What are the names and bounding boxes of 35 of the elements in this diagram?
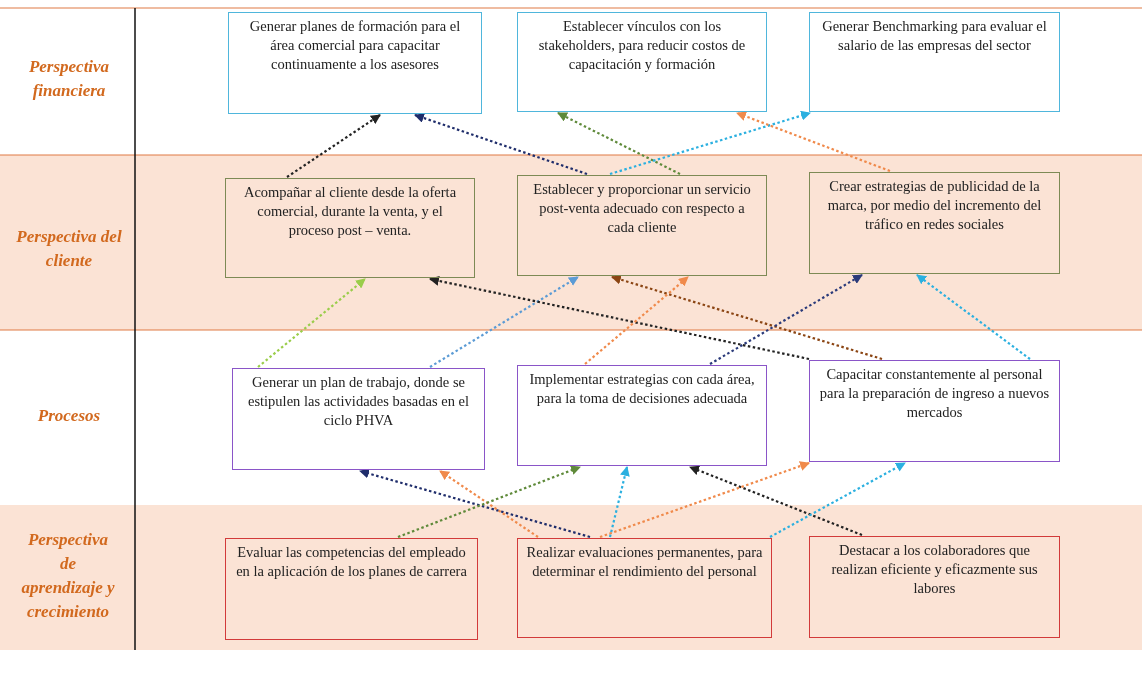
arrow: [611, 274, 883, 361]
perspective-label: Perspectiva financiera: [27, 56, 111, 102]
arrow: [609, 110, 811, 176]
arrow: [599, 461, 810, 539]
objective-box: Generar un plan de trabajo, donde se estipulen las actividades basadas en el ciclo PHVA: [232, 368, 485, 470]
arrow: [414, 113, 588, 176]
objective-box: Establecer vínculos con los stakeholders, para reducir costos de capacitación y formación: [517, 12, 767, 112]
arrow: [359, 468, 591, 539]
perspective-label: Procesos: [36, 405, 102, 427]
arrow: [439, 470, 539, 538]
arrow: [429, 276, 810, 361]
objective-box: Acompañar al cliente desde la oferta comercial, durante la venta, y el proceso post – venta.: [225, 178, 475, 278]
perspective-label: Perspectiva de aprendizaje y crecimiento: [20, 529, 116, 623]
objective-box: Generar Benchmarking para evaluar el salario de las empresas del sector: [809, 12, 1060, 112]
objective-box: Evaluar las competencias del empleado en la aplicación de los planes de carrera: [225, 538, 478, 640]
arrow: [429, 276, 579, 368]
objective-box: Generar planes de formación para el área comercial para capacitar continuamente a los asesores: [228, 12, 482, 114]
objective-box: Capacitar constantemente al personal para la preparación de ingreso a nuevos mercados: [809, 360, 1060, 462]
arrow: [257, 278, 366, 368]
arrow: [769, 462, 906, 538]
arrow: [608, 466, 630, 538]
objective-box: Destacar a los colaboradores que realizan eficiente y eficazmente sus labores: [809, 536, 1060, 638]
arrow: [557, 112, 681, 175]
arrow: [709, 274, 863, 365]
arrow: [736, 111, 891, 173]
perspective-label: Perspectiva del cliente: [15, 226, 123, 272]
objective-box: Establecer y proporcionar un servicio post-venta adecuado con respecto a cada cliente: [517, 175, 767, 276]
arrow: [286, 114, 381, 178]
arrow: [397, 465, 581, 539]
objective-box: Implementar estrategias con cada área, para la toma de decisiones adecuada: [517, 365, 767, 466]
arrow: [689, 465, 863, 537]
arrow: [584, 276, 689, 365]
arrow: [916, 274, 1031, 360]
objective-box: Crear estrategias de publicidad de la marca, por medio del incremento del tráfico en redes sociales: [809, 172, 1060, 274]
objective-box: Realizar evaluaciones permanentes, para determinar el rendimiento del personal: [517, 538, 772, 638]
